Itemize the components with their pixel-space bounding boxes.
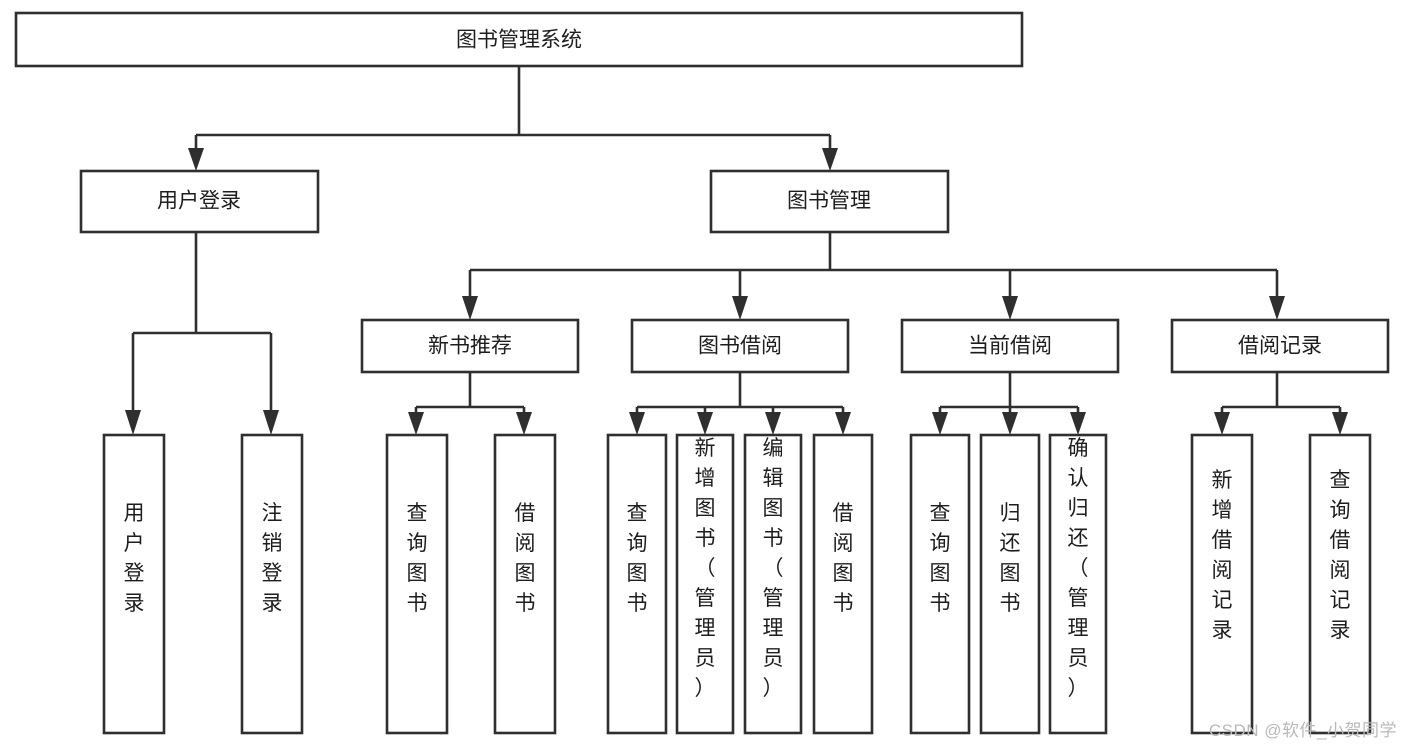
connector-group-borrowrecord	[1214, 372, 1348, 435]
node-current-borrow-box[interactable]	[900, 318, 1120, 374]
leaf-node-return-book[interactable]: 归还图书	[979, 433, 1041, 735]
leaf-node-query-book-current-label: 查询图书	[930, 502, 951, 615]
node-book-management-box[interactable]	[709, 169, 950, 234]
leaf-node-borrow-book-recommend-label: 借阅图书	[515, 502, 536, 615]
leaf-node-edit-book-admin[interactable]: 编辑图书（管理员）	[743, 433, 803, 735]
connector-group-currentborrow	[932, 372, 1086, 435]
arrow-head-userlogin	[188, 148, 204, 171]
arrow-head-borrowbook-leaf4	[835, 412, 851, 435]
arrow-head-borrowrecord-leaf2	[1332, 412, 1348, 435]
leaf-node-add-borrow-record[interactable]: 新增借阅记录	[1190, 433, 1254, 735]
leaf-node-user-login-label: 用户登录	[124, 502, 145, 615]
leaf-node-logout-box[interactable]	[240, 433, 304, 735]
leaf-node-borrow-book-recommend-box[interactable]	[493, 433, 557, 735]
connector-group-borrowbook	[629, 372, 851, 435]
node-current-borrow-label: 当前借阅	[968, 335, 1052, 358]
leaf-node-add-book-admin-label: 新增图书（管理员）	[695, 437, 716, 700]
leaf-node-query-book-recommend-label: 查询图书	[407, 502, 428, 615]
leaf-node-logout-label: 注销登录	[262, 502, 283, 615]
arrow-head-borrowbook	[732, 296, 748, 320]
arrow-head-newbook-leaf1	[408, 412, 424, 435]
node-new-book-recommend[interactable]: 新书推荐	[360, 318, 580, 374]
connector-group-root	[188, 66, 838, 171]
leaf-node-query-borrow-record[interactable]: 查询借阅记录	[1308, 433, 1372, 735]
arrow-head-borrowbook-leaf3	[765, 412, 781, 435]
node-current-borrow[interactable]: 当前借阅	[900, 318, 1120, 374]
leaf-node-query-borrow-record-box[interactable]	[1308, 433, 1372, 735]
arrow-head-bookmgmt	[822, 148, 838, 171]
leaf-node-query-borrow-record-label: 查询借阅记录	[1330, 469, 1351, 642]
node-new-book-recommend-box[interactable]	[360, 318, 580, 374]
leaf-node-return-book-label: 归还图书	[1000, 502, 1021, 615]
leaf-node-query-book-borrow[interactable]: 查询图书	[606, 433, 668, 735]
connector-group-userlogin	[125, 232, 279, 435]
node-book-borrow[interactable]: 图书借阅	[630, 318, 850, 374]
leaf-node-add-book-admin-box[interactable]	[675, 433, 735, 735]
arrow-head-newbook	[462, 296, 478, 320]
connector-group-newbook	[408, 372, 532, 435]
arrow-head-borrowrecord	[1269, 296, 1285, 320]
leaf-node-return-book-box[interactable]	[979, 433, 1041, 735]
arrow-head-leaf-user-login	[125, 410, 141, 435]
arrow-head-borrowbook-leaf2	[697, 412, 713, 435]
arrow-head-currentborrow-leaf1	[932, 412, 948, 435]
arrow-head-currentborrow	[1002, 296, 1018, 320]
leaf-node-user-login-box[interactable]	[102, 433, 166, 735]
leaf-node-borrow-book-borrow-box[interactable]	[812, 433, 874, 735]
node-borrow-record-label: 借阅记录	[1238, 335, 1322, 358]
node-book-borrow-label: 图书借阅	[698, 335, 782, 358]
arrow-head-currentborrow-leaf2	[1002, 412, 1018, 435]
connector-group-bookmgmt	[462, 232, 1285, 320]
node-user-login[interactable]: 用户登录	[79, 169, 320, 234]
arrow-head-borrowbook-leaf1	[629, 412, 645, 435]
leaf-node-confirm-return-admin[interactable]: 确认归还（管理员）	[1048, 433, 1108, 735]
arrow-head-leaf-logout	[263, 410, 279, 435]
leaf-node-borrow-book-borrow[interactable]: 借阅图书	[812, 433, 874, 735]
leaf-node-query-book-current-box[interactable]	[909, 433, 971, 735]
node-root-box[interactable]	[14, 11, 1024, 68]
leaf-node-add-borrow-record-box[interactable]	[1190, 433, 1254, 735]
node-user-login-label: 用户登录	[157, 190, 241, 213]
node-root-label: 图书管理系统	[456, 29, 582, 52]
leaf-node-user-login[interactable]: 用户登录	[102, 433, 166, 735]
node-root[interactable]: 图书管理系统	[14, 11, 1024, 68]
leaf-node-confirm-return-admin-box[interactable]	[1048, 433, 1108, 735]
node-user-login-box[interactable]	[79, 169, 320, 234]
leaf-node-query-book-current[interactable]: 查询图书	[909, 433, 971, 735]
leaf-node-query-book-recommend-box[interactable]	[385, 433, 449, 735]
arrow-head-newbook-leaf2	[516, 412, 532, 435]
leaf-node-add-borrow-record-label: 新增借阅记录	[1212, 469, 1233, 642]
leaf-node-edit-book-admin-box[interactable]	[743, 433, 803, 735]
leaf-node-edit-book-admin-label: 编辑图书（管理员）	[763, 437, 784, 700]
node-new-book-recommend-label: 新书推荐	[428, 335, 512, 358]
arrow-head-borrowrecord-leaf1	[1214, 412, 1230, 435]
leaf-node-add-book-admin[interactable]: 新增图书（管理员）	[675, 433, 735, 735]
node-book-management[interactable]: 图书管理	[709, 169, 950, 234]
node-book-borrow-box[interactable]	[630, 318, 850, 374]
arrow-head-currentborrow-leaf3	[1070, 412, 1086, 435]
leaf-node-logout[interactable]: 注销登录	[240, 433, 304, 735]
node-borrow-record[interactable]: 借阅记录	[1170, 318, 1390, 374]
leaf-node-query-book-borrow-box[interactable]	[606, 433, 668, 735]
node-book-management-label: 图书管理	[787, 190, 871, 213]
node-borrow-record-box[interactable]	[1170, 318, 1390, 374]
leaf-node-borrow-book-borrow-label: 借阅图书	[833, 502, 854, 615]
leaf-node-borrow-book-recommend[interactable]: 借阅图书	[493, 433, 557, 735]
leaf-node-query-book-recommend[interactable]: 查询图书	[385, 433, 449, 735]
leaf-node-confirm-return-admin-label: 确认归还（管理员）	[1068, 437, 1089, 700]
leaf-node-query-book-borrow-label: 查询图书	[627, 502, 648, 615]
